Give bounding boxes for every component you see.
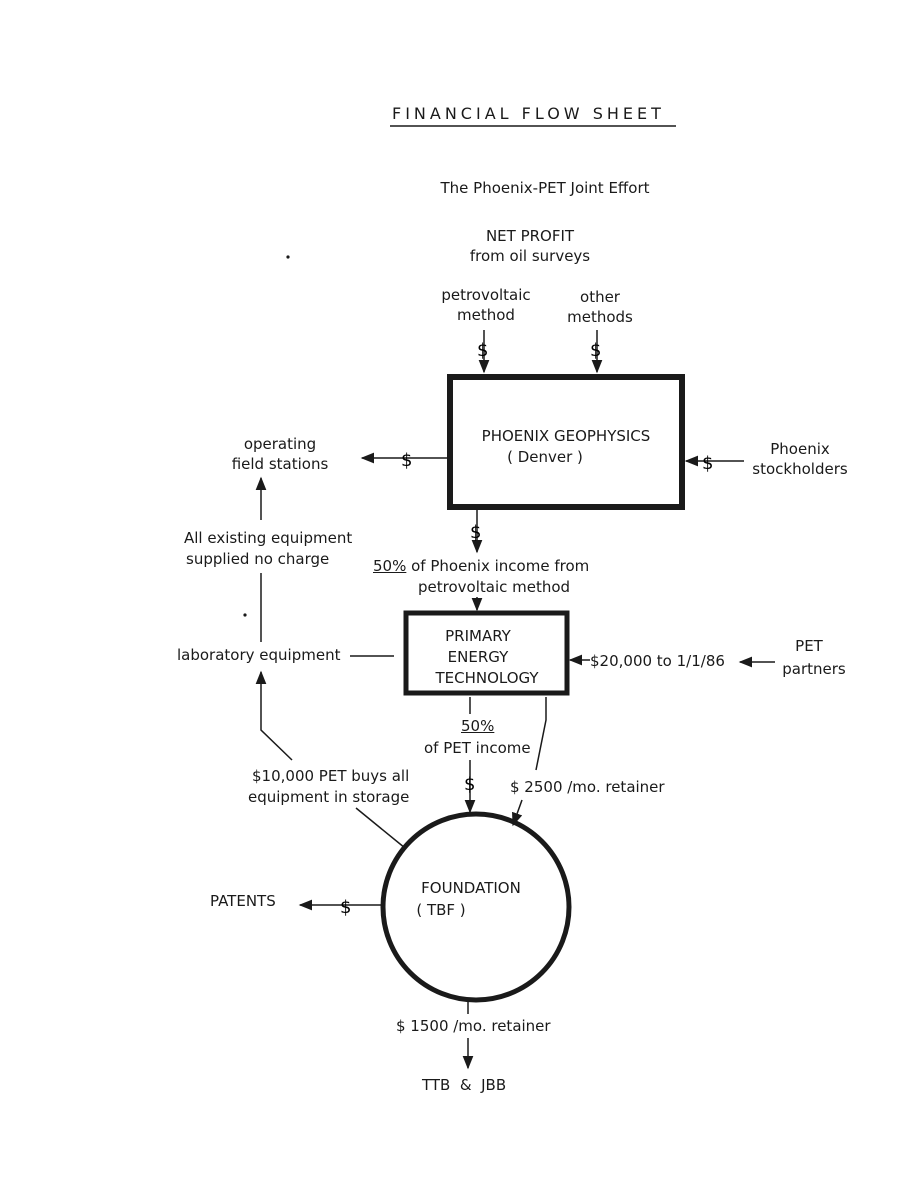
- phoenix-stockholders-label: Phoenix: [770, 440, 830, 458]
- phoenix-income-percent: 50%: [373, 557, 407, 575]
- dollar-icon: $: [401, 450, 412, 471]
- pet-box-line3: TECHNOLOGY: [435, 669, 539, 687]
- petrovoltaic-method-label: method: [457, 306, 515, 324]
- patents-label: PATENTS: [210, 892, 276, 910]
- phoenix-box-location: ( Denver ): [507, 448, 583, 466]
- dollar-icon: $: [470, 522, 481, 543]
- page-title: FINANCIAL FLOW SHEET: [392, 104, 665, 123]
- storage-equipment-label: equipment in storage: [248, 788, 410, 806]
- no-charge-label: supplied no charge: [186, 550, 330, 568]
- foundation-abbrev: ( TBF ): [416, 901, 466, 919]
- other-methods-label: methods: [567, 308, 633, 326]
- pet-box-line2: ENERGY: [447, 648, 509, 666]
- phoenix-geophysics-box: [447, 374, 685, 510]
- tbf-retainer-label: $ 1500 /mo. retainer: [396, 1017, 551, 1035]
- pet-partners-label: PET: [795, 637, 823, 655]
- arrow-retainer-to-foundation: [512, 799, 523, 827]
- other-label: other: [580, 288, 620, 306]
- buys-equipment-label: $10,000 PET buys all: [252, 767, 410, 785]
- speck: [286, 255, 290, 259]
- dollar-icon: $: [340, 897, 351, 918]
- recipients-label: TTB & JBB: [422, 1076, 507, 1094]
- subtitle: The Phoenix-PET Joint Effort: [440, 179, 650, 197]
- net-profit-source: from oil surveys: [469, 247, 591, 265]
- dollar-icon: $: [477, 340, 488, 361]
- petrovoltaic-label: petrovoltaic: [441, 286, 531, 304]
- dollar-icon: $: [702, 453, 713, 474]
- operating-label: operating: [243, 435, 317, 453]
- pet-retainer-label: $ 2500 /mo. retainer: [510, 778, 665, 796]
- dollar-icon: $: [590, 340, 601, 361]
- phoenix-box-title: PHOENIX GEOPHYSICS: [481, 427, 651, 445]
- pet-box-line1: PRIMARY: [445, 627, 511, 645]
- phoenix-income-method: petrovoltaic method: [418, 578, 571, 596]
- laboratory-equipment-label: laboratory equipment: [177, 646, 341, 664]
- existing-equipment-label: All existing equipment: [184, 529, 353, 547]
- line-pet-retainer: [535, 697, 547, 771]
- arrow-buys-to-lab-equipment: [255, 670, 293, 761]
- partners-label: partners: [782, 660, 846, 678]
- primary-energy-technology-box: [403, 610, 570, 696]
- field-stations-label: field stations: [231, 455, 329, 473]
- foundation-circle: [380, 811, 572, 1003]
- foundation-title: FOUNDATION: [421, 879, 521, 897]
- stockholders-label: stockholders: [752, 460, 848, 478]
- pet-income-percent: 50%: [461, 717, 495, 735]
- line-buys-to-foundation: [355, 807, 406, 849]
- pet-income-label: of PET income: [424, 739, 531, 757]
- pet-funding-label: $20,000 to 1/1/86: [590, 652, 725, 670]
- phoenix-income-label: 50% of Phoenix income from: [373, 556, 589, 576]
- phoenix-income-text: of Phoenix income from: [406, 557, 590, 575]
- speck: [243, 613, 247, 617]
- dollar-icon: $: [464, 774, 475, 795]
- net-profit-label: NET PROFIT: [485, 227, 575, 245]
